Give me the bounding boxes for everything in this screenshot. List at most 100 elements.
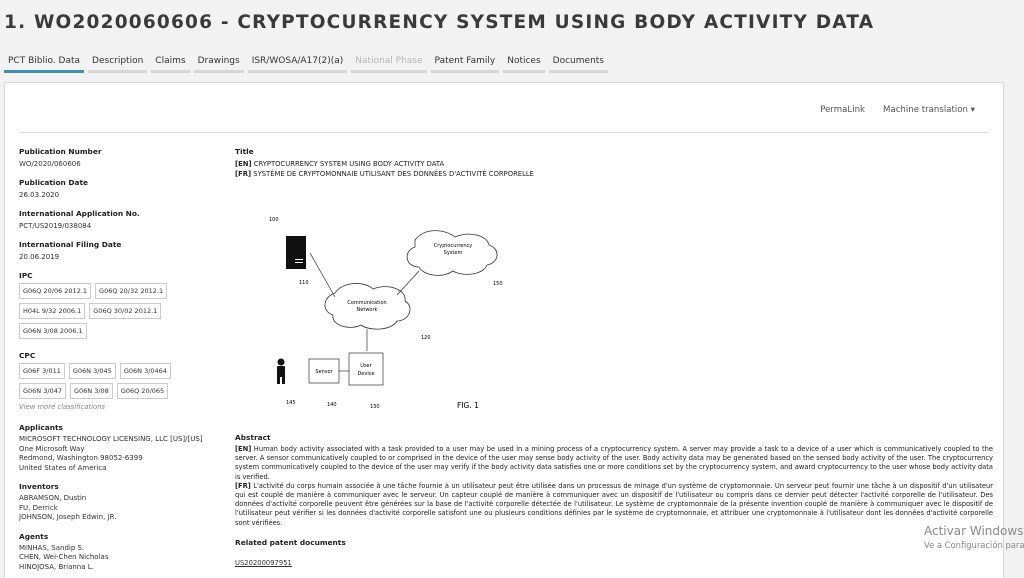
ipc-chip[interactable]: G06Q 20/06 2012.1 [19,283,92,299]
inventor: JOHNSON, Joseph Edwin, JR. [19,513,117,521]
ipc-chip[interactable]: G06Q 30/02 2012.1 [89,303,162,319]
page-title: 1. WO2020060606 - CRYPTOCURRENCY SYSTEM … [4,12,875,33]
ipc-chip[interactable]: G06N 3/08 2006.1 [19,323,87,339]
publication-date-label: Publication Date [19,178,89,187]
machine-translation-dropdown[interactable]: Machine translation ▾ [883,105,975,115]
applicant-address-line: One Microsoft Way [19,444,85,453]
cpc-chip[interactable]: G06F 3/011 [19,363,65,379]
agents-label: Agents [19,531,49,541]
title-fr: [FR] SYSTÈME DE CRYPTOMONNAIE UTILISANT … [235,169,995,179]
applicants-label: Applicants [19,423,63,432]
figure-caption: FIG. 1 [457,401,479,410]
title-section: Title [EN] CRYPTOCURRENCY SYSTEM USING B… [235,147,995,179]
watermark-title: Activar Windows [924,524,1024,538]
tab-patent-family[interactable]: Patent Family [430,55,500,73]
publication-number: WO/2020/060606 [19,160,81,168]
server-line [295,262,303,263]
abstract-en-text: Human body activity associated with a ta… [235,445,993,481]
related-label: Related patent documents [235,537,346,547]
user-device-label: User [360,363,372,369]
top-links: PermaLink Machine translation ▾ [820,105,975,115]
abstract-en: [EN] Human body activity associated with… [235,445,993,482]
applicant-name: MICROSOFT TECHNOLOGY LICENSING, LLC [US]… [19,435,203,443]
biblio-column: Publication Number WO/2020/060606 Public… [19,147,219,578]
sensor-box [308,358,340,384]
related-document-link[interactable]: US20200097951 [235,558,292,567]
title-fr-text: SYSTÈME DE CRYPTOMONNAIE UTILISANT DES D… [253,170,534,178]
tab-bar: PCT Biblio. Data Description Claims Draw… [4,55,609,73]
cpc-chip[interactable]: G06N 3/0464 [119,363,171,379]
applicant-address-line: Redmond, Washington 98052-6399 [19,454,143,462]
tab-isr-wosa[interactable]: ISR/WOSA/A17(2)(a) [247,55,348,73]
ipc-chips: G06Q 20/06 2012.1 G06Q 20/32 2012.1 H04L… [19,283,179,339]
related-documents: Related patent documents US20200097951 [235,538,993,569]
applicants: MICROSOFT TECHNOLOGY LICENSING, LLC [US]… [19,435,219,473]
agents: MINHAS, Sandip S. CHEN, Wei-Chen Nichola… [19,544,219,573]
ref-label: 110 [299,280,309,286]
intl-application-number: PCT/US2019/038084 [19,222,92,230]
view-more-classifications-link[interactable]: View more classifications [19,403,105,411]
inventors: ABRAMSON, Dustin FU, Derrick JOHNSON, Jo… [19,494,219,523]
inventor: FU, Derrick [19,503,58,512]
abstract-section: Abstract [EN] Human body activity associ… [235,433,993,569]
abstract-label: Abstract [235,433,271,442]
lang-tag: [EN] [235,160,252,168]
cpc-chip[interactable]: G06N 3/047 [19,383,66,399]
agent: CHEN, Wei-Chen Nicholas [19,553,109,561]
person-body [277,366,285,377]
agent: MINHAS, Sandip S. [19,543,85,552]
watermark-subtitle: Ve a Configuración para activar Windows. [924,540,1024,550]
intl-filing-date-label: International Filing Date [19,240,122,249]
title-en: [EN] CRYPTOCURRENCY SYSTEM USING BODY AC… [235,159,995,169]
cpc-chip[interactable]: G06N 3/08 [69,383,113,399]
ref-label: 130 [370,404,380,410]
agent: HINOJOSA, Brianna L. [19,562,94,571]
inventor: ABRAMSON, Dustin [19,494,87,502]
ref-label: 150 [493,281,503,287]
cloud-label: Cryptocurrency [434,243,473,249]
cpc-label: CPC [19,351,36,360]
person-leg [282,376,285,384]
person-leg [277,376,280,384]
tab-claims[interactable]: Claims [151,55,190,73]
ref-label: 145 [286,400,296,406]
divider [19,132,989,133]
tab-national-phase: National Phase [351,55,427,73]
permalink-link[interactable]: PermaLink [820,105,866,115]
lang-tag: [FR] [235,481,251,490]
server-line [295,259,303,260]
user-device-label: Device [357,371,374,377]
intl-filing-date: 20.06.2019 [19,253,60,261]
tab-pct-biblio-data[interactable]: PCT Biblio. Data [4,55,85,73]
patent-figure[interactable]: 100 110 Cryptocurrency System 150 Commun… [267,213,567,413]
communication-network-cloud [324,283,411,330]
ref-label: 140 [327,402,337,408]
user-device-box [348,352,384,386]
lang-tag: [EN] [235,445,252,453]
intl-application-label: International Application No. [19,209,140,218]
cpc-chips: G06F 3/011 G06N 3/045 G06N 3/0464 G06N 3… [19,363,199,399]
windows-activation-watermark: Activar Windows Ve a Configuración para … [924,524,1024,550]
cpc-chip[interactable]: G06Q 20/065 [116,383,169,399]
abstract-fr-text: L'activité du corps humain associée à un… [235,481,993,527]
link-line [309,252,336,298]
ipc-chip[interactable]: H04L 9/32 2006.1 [19,303,86,319]
cryptocurrency-cloud [406,230,498,276]
tab-description[interactable]: Description [88,55,148,73]
person-icon [277,358,285,366]
tab-drawings[interactable]: Drawings [193,55,244,73]
publication-date: 26.03.2020 [19,191,60,199]
server-icon [286,236,306,269]
ref-label: 100 [269,217,279,223]
cloud-label: System [444,250,463,256]
inventors-label: Inventors [19,482,59,491]
ipc-label: IPC [19,271,33,280]
tab-notices[interactable]: Notices [503,55,546,73]
cloud-label: Network [357,307,378,313]
cpc-chip[interactable]: G06N 3/045 [68,363,116,379]
ipc-chip[interactable]: G06Q 20/32 2012.1 [95,283,168,299]
publication-number-label: Publication Number [19,147,102,156]
cloud-label: Communication [347,300,386,306]
sensor-label: Sensor [315,369,333,375]
tab-documents[interactable]: Documents [548,55,609,73]
